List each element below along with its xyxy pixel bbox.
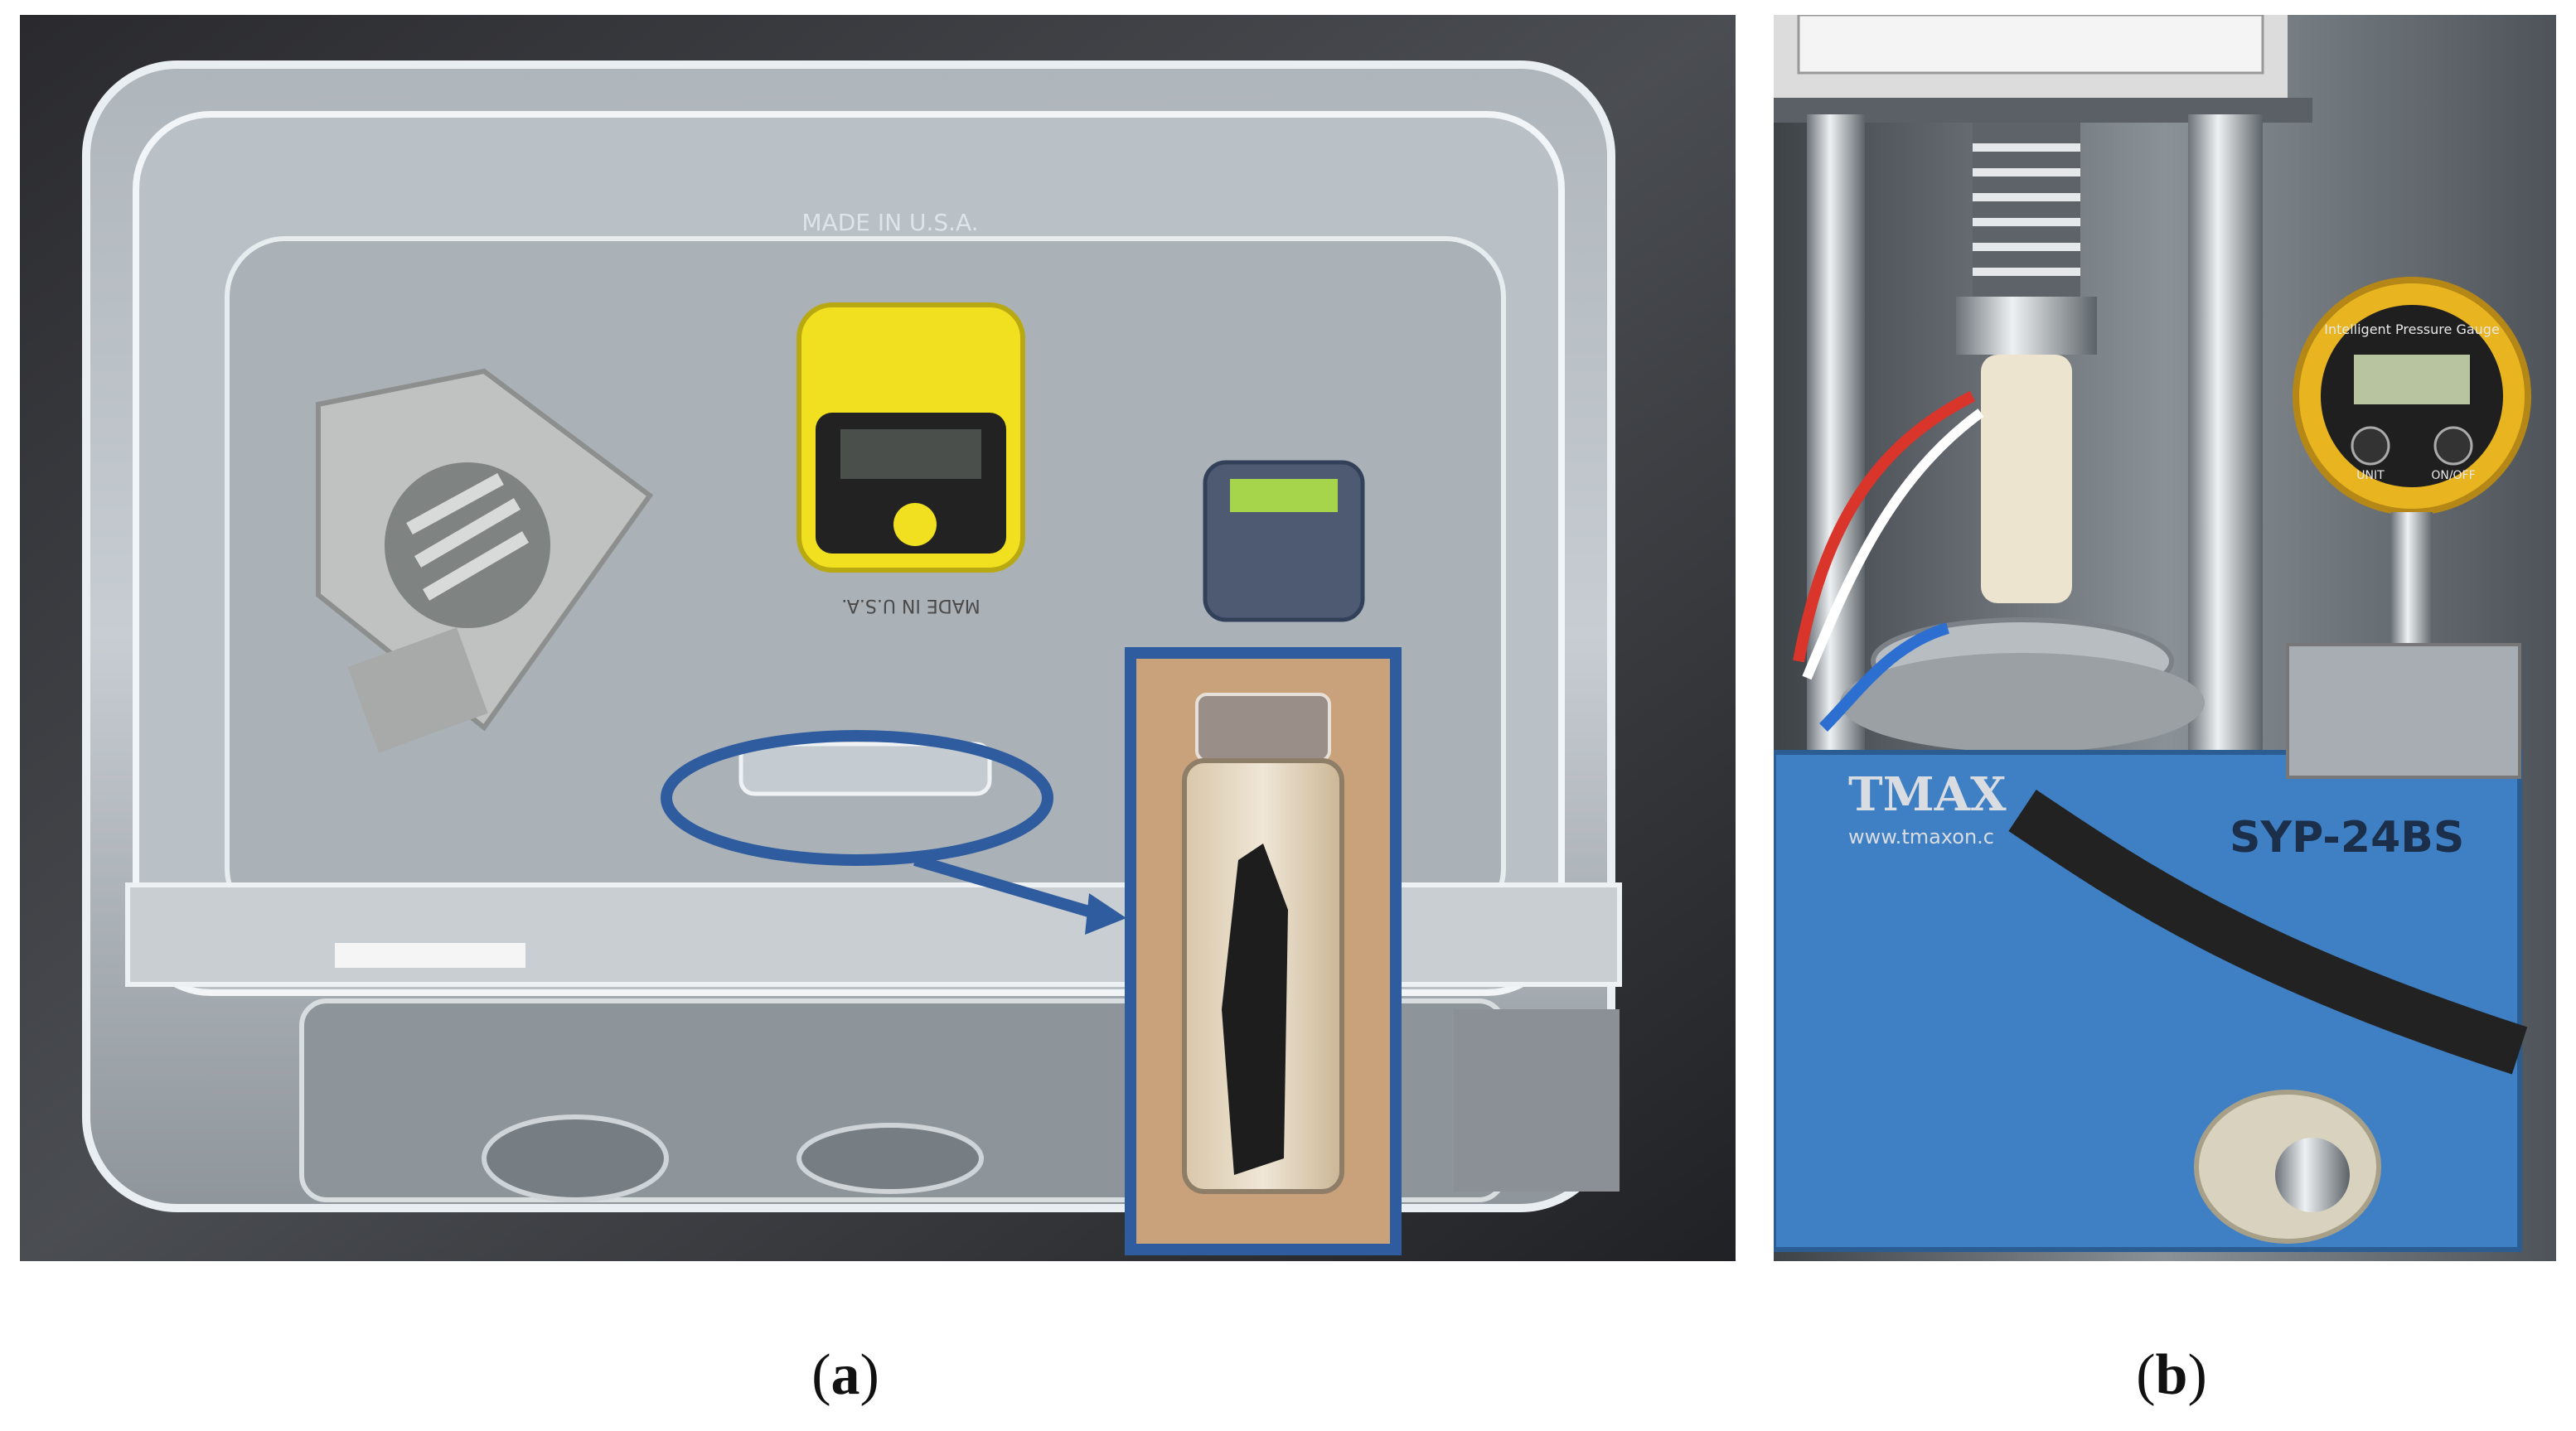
pump-device	[316, 368, 654, 753]
box-photo: MADE IN U.S.A. MADE IN U.S.A.	[20, 15, 1736, 1261]
highlight-ellipse	[661, 730, 1053, 866]
caption-b: (b)	[2136, 1343, 2207, 1407]
model-text: SYP-24BS	[2230, 813, 2464, 863]
gas-detector: MADE IN U.S.A.	[797, 302, 1025, 616]
spring	[1956, 123, 2097, 355]
embossed-label: MADE IN U.S.A.	[801, 209, 978, 236]
highlight-arrow	[913, 854, 1099, 920]
press-photo: Intelligent Pressure Gauge UNIT ON/OFF T…	[1774, 15, 2556, 1261]
gauge-unit-label: UNIT	[2356, 469, 2385, 482]
photo-panel-a: MADE IN U.S.A. MADE IN U.S.A.	[20, 15, 1736, 1261]
inset-vial-photo	[1125, 647, 1402, 1255]
detector-mark-text: MADE IN U.S.A.	[841, 595, 981, 616]
press-base: TMAX www.tmaxon.c SYP-24BS	[1774, 643, 2528, 1252]
gauge-title: Intelligent Pressure Gauge	[2324, 321, 2500, 337]
gauge-onoff-label: ON/OFF	[2431, 469, 2475, 482]
caption-a-letter: a	[830, 1343, 860, 1407]
caption-a: (a)	[811, 1343, 879, 1407]
website-text: www.tmaxon.c	[1848, 825, 1994, 848]
sensor-tag	[1203, 460, 1365, 622]
vial-small	[738, 742, 992, 796]
caption-b-letter: b	[2155, 1343, 2188, 1407]
pressure-gauge: Intelligent Pressure Gauge UNIT ON/OFF	[2293, 277, 2531, 645]
die	[1981, 355, 2072, 603]
photo-panel-b: Intelligent Pressure Gauge UNIT ON/OFF T…	[1774, 15, 2556, 1261]
brand-text: TMAX	[1848, 767, 2007, 822]
